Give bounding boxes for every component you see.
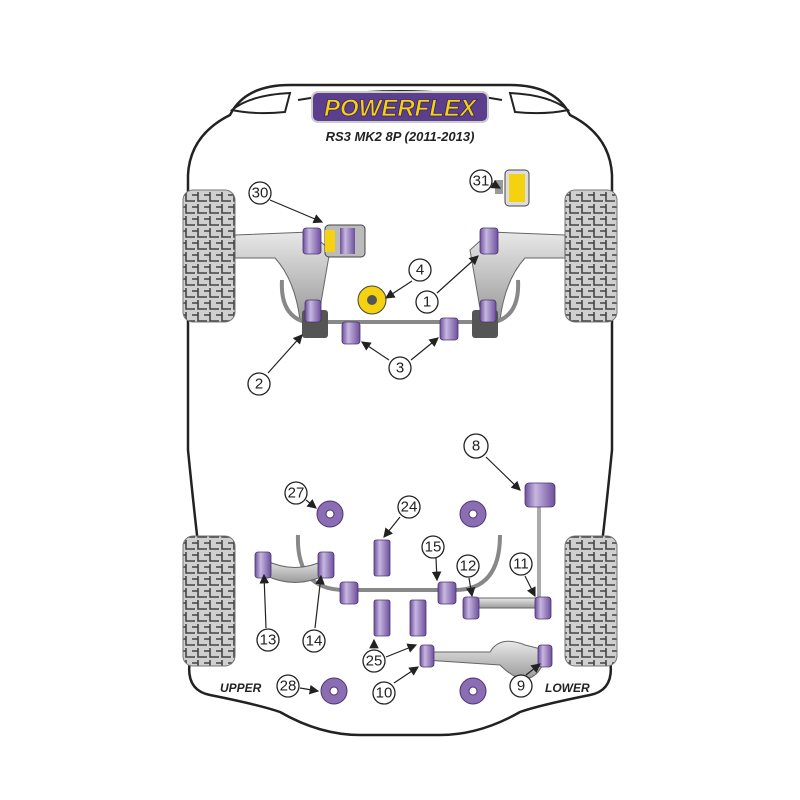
svg-text:POWERFLEX: POWERFLEX bbox=[324, 95, 478, 122]
callout-10: 10 bbox=[372, 681, 396, 705]
label-upper: UPPER bbox=[220, 681, 262, 695]
svg-text:28: 28 bbox=[280, 678, 297, 695]
svg-text:8: 8 bbox=[472, 438, 480, 455]
svg-text:1: 1 bbox=[423, 294, 431, 311]
svg-text:10: 10 bbox=[376, 685, 393, 702]
svg-text:27: 27 bbox=[288, 485, 305, 502]
tyre-rear-left bbox=[182, 535, 236, 667]
subframe-mounts bbox=[316, 500, 487, 705]
tyre-rear-right bbox=[564, 535, 618, 667]
tyre-front-right bbox=[564, 189, 618, 323]
svg-text:31: 31 bbox=[473, 173, 490, 190]
callout-11: 11 bbox=[509, 552, 533, 576]
callout-15: 15 bbox=[421, 535, 445, 559]
callout-30: 30 bbox=[248, 181, 272, 205]
front-anti-roll-bar bbox=[279, 279, 521, 324]
svg-text:9: 9 bbox=[517, 678, 525, 695]
svg-text:14: 14 bbox=[306, 633, 323, 650]
callout-1: 1 bbox=[415, 290, 439, 314]
windscreen-right bbox=[508, 91, 571, 115]
rear-anti-roll-bar bbox=[295, 534, 502, 592]
svg-text:25: 25 bbox=[366, 653, 383, 670]
drop-link bbox=[537, 500, 541, 600]
svg-text:15: 15 bbox=[425, 539, 442, 556]
callout-8: 8 bbox=[463, 433, 489, 459]
svg-text:2: 2 bbox=[255, 376, 263, 393]
powerflex-logo: POWERFLEX bbox=[311, 91, 489, 123]
svg-text:30: 30 bbox=[252, 185, 269, 202]
callout-25: 25 bbox=[362, 649, 386, 673]
callout-3: 3 bbox=[388, 356, 412, 380]
tyre-front-left bbox=[182, 189, 236, 323]
callout-4: 4 bbox=[408, 258, 432, 282]
callout-28: 28 bbox=[276, 674, 300, 698]
car-body-outline bbox=[186, 83, 614, 737]
svg-text:12: 12 bbox=[460, 558, 477, 575]
callout-arrows bbox=[259, 179, 541, 695]
svg-text:24: 24 bbox=[401, 499, 418, 516]
svg-text:3: 3 bbox=[396, 360, 404, 377]
callout-14: 14 bbox=[302, 629, 326, 653]
callout-12: 12 bbox=[456, 554, 480, 578]
callout-13: 13 bbox=[256, 628, 280, 652]
svg-text:11: 11 bbox=[513, 556, 529, 573]
front-bushes bbox=[302, 227, 499, 345]
label-lower: LOWER bbox=[545, 681, 590, 695]
bush-30-assembly bbox=[324, 224, 366, 258]
svg-text:13: 13 bbox=[260, 632, 277, 649]
rear-bushes bbox=[254, 482, 556, 668]
rear-lower-link bbox=[471, 597, 543, 609]
callout-31: 31 bbox=[469, 169, 493, 193]
windscreen-left bbox=[229, 91, 292, 115]
callout-24: 24 bbox=[397, 495, 421, 519]
callout-27: 27 bbox=[284, 481, 308, 505]
callout-2: 2 bbox=[247, 372, 271, 396]
callout-9: 9 bbox=[509, 674, 533, 698]
svg-text:4: 4 bbox=[416, 262, 424, 279]
model-title: RS3 MK2 8P (2011-2013) bbox=[326, 129, 475, 144]
